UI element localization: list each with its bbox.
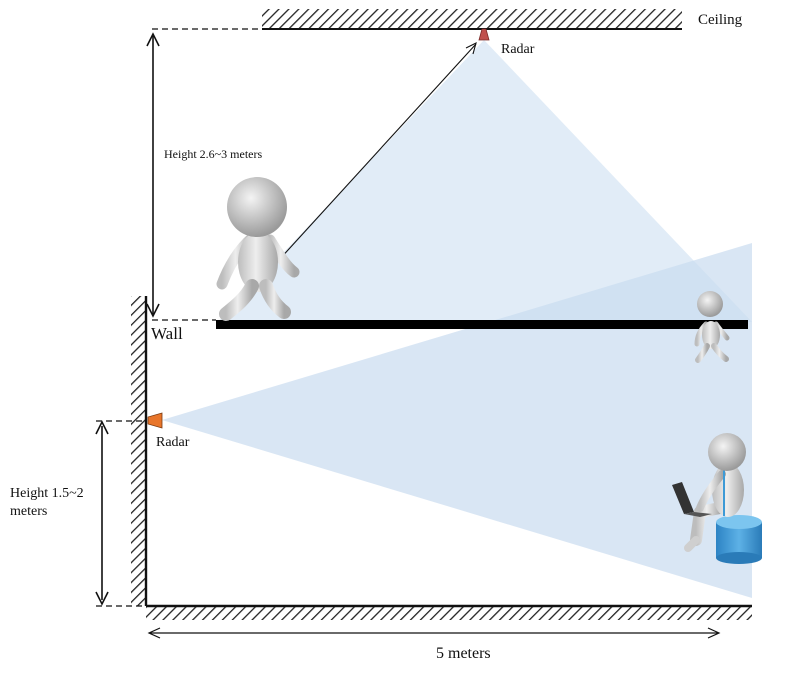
distance-label: 5 meters bbox=[436, 645, 491, 662]
ceiling-radar-label: Radar bbox=[501, 42, 535, 57]
ceiling-radar-beam bbox=[218, 40, 752, 322]
floor-hatch bbox=[146, 606, 752, 620]
ceiling-hatch bbox=[262, 9, 682, 29]
wall-hatch bbox=[131, 296, 145, 606]
ceiling-height-arrowhead-bottom bbox=[146, 303, 160, 318]
ceiling-label: Ceiling bbox=[698, 12, 743, 28]
walking-person-figure bbox=[216, 177, 300, 321]
radar-range-arrowhead-top bbox=[465, 41, 477, 55]
floor-platform bbox=[216, 320, 748, 329]
seated-person-with-laptop-figure bbox=[672, 433, 762, 564]
distance-arrowhead-right bbox=[707, 627, 721, 639]
wall-radar-icon bbox=[147, 412, 163, 429]
wall-height-arrowhead-bottom bbox=[95, 591, 109, 606]
distance-arrowhead-left bbox=[147, 627, 161, 639]
small-walking-person-figure bbox=[694, 291, 730, 363]
ceiling-radar-icon bbox=[478, 28, 490, 41]
wall-height-label-line2: meters bbox=[10, 504, 47, 519]
wall-radar-label: Radar bbox=[156, 435, 190, 450]
wall-height-label-line1: Height 1.5~2 bbox=[10, 486, 84, 501]
wall-radar-beam bbox=[162, 243, 752, 598]
ceiling-height-label: Height 2.6~3 meters bbox=[164, 147, 262, 161]
wall-height-arrowhead-top bbox=[95, 420, 109, 435]
wall-label: Wall bbox=[151, 324, 183, 343]
ceiling-height-arrowhead-top bbox=[146, 32, 160, 47]
